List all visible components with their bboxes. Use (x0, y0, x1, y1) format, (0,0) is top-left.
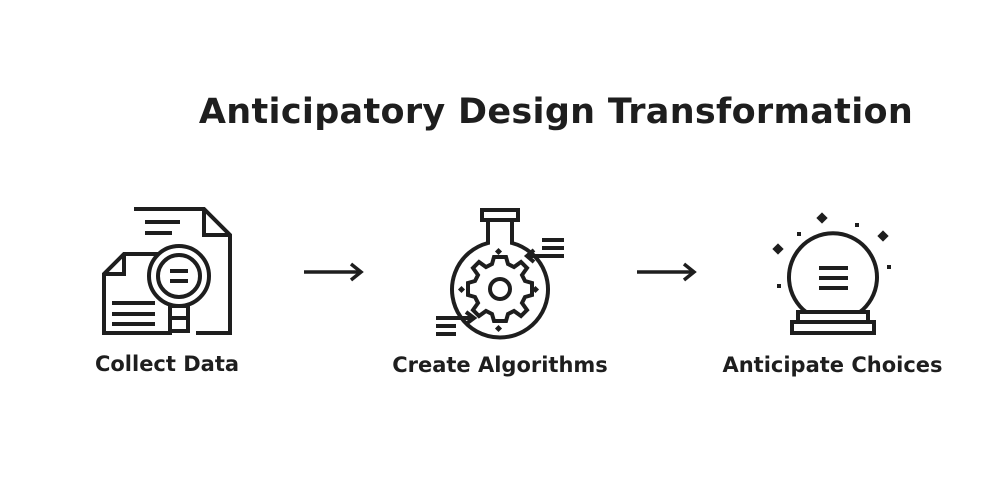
document-magnifier-icon (100, 205, 235, 340)
diagram-title: Anticipatory Design Transformation (198, 92, 914, 132)
crystal-ball-icon (768, 208, 898, 338)
step-label-anticipate-choices: Anticipate Choices (722, 353, 943, 377)
step-label-collect-data: Collect Data (94, 352, 240, 376)
arrow-right-icon (635, 260, 699, 288)
arrow-right-icon (302, 260, 366, 288)
step-label-create-algorithms: Create Algorithms (392, 353, 608, 377)
gear-flask-icon (432, 205, 572, 340)
